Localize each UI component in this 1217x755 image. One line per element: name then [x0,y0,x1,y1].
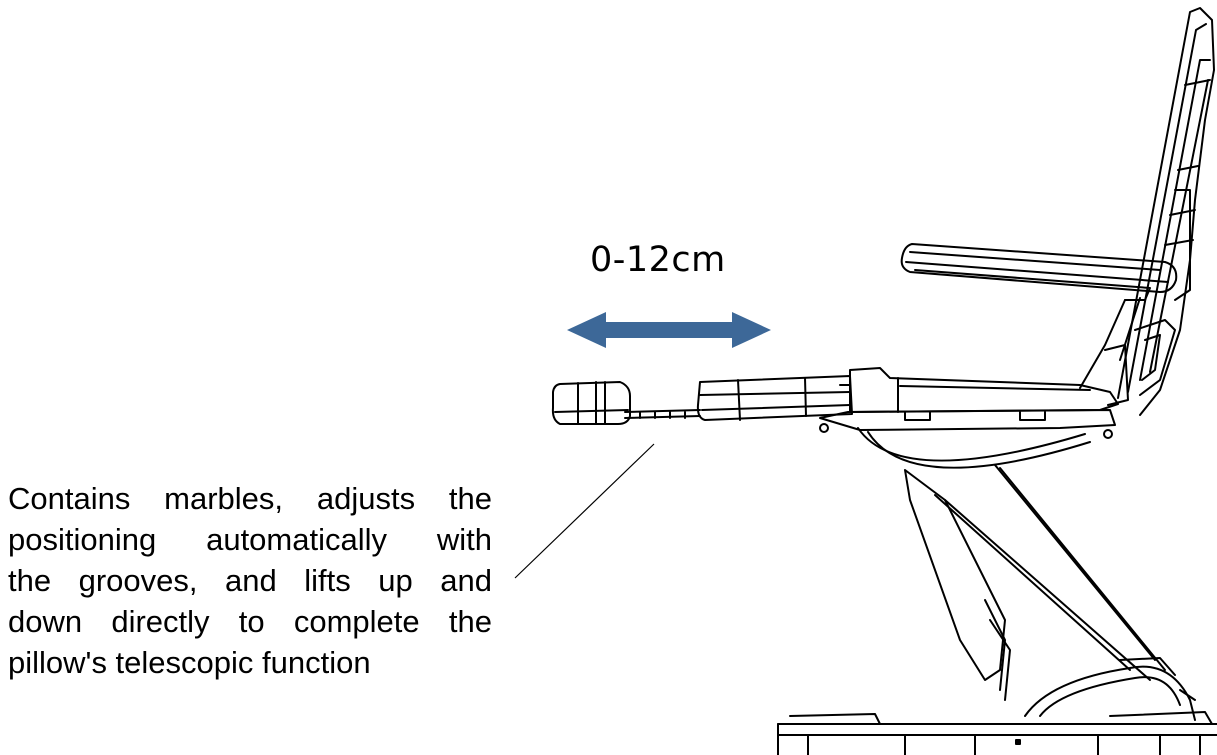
backrest [1104,7,1215,416]
support-column [904,464,1176,701]
legrest [551,375,1113,439]
range-label: 0-12cm [590,240,726,280]
caption-line-3: the grooves, and lifts up and [8,563,492,598]
caption-line-1: Contains marbles, adjusts the [8,481,492,516]
caption-line-5: pillow's telescopic function [8,645,371,680]
caption-line-4: down directly to complete the [8,604,492,639]
caption-line-2: positioning automatically with [8,522,492,557]
caption: Contains marbles, adjusts the positionin… [8,478,492,683]
leader-line [514,443,655,579]
seat [819,367,1119,431]
double-arrow-icon [567,312,771,348]
chair-line-art [551,7,1217,755]
armrest [900,243,1178,389]
base-bracket [1024,665,1196,721]
seat-arc [857,427,1091,469]
base-plate [777,711,1217,755]
